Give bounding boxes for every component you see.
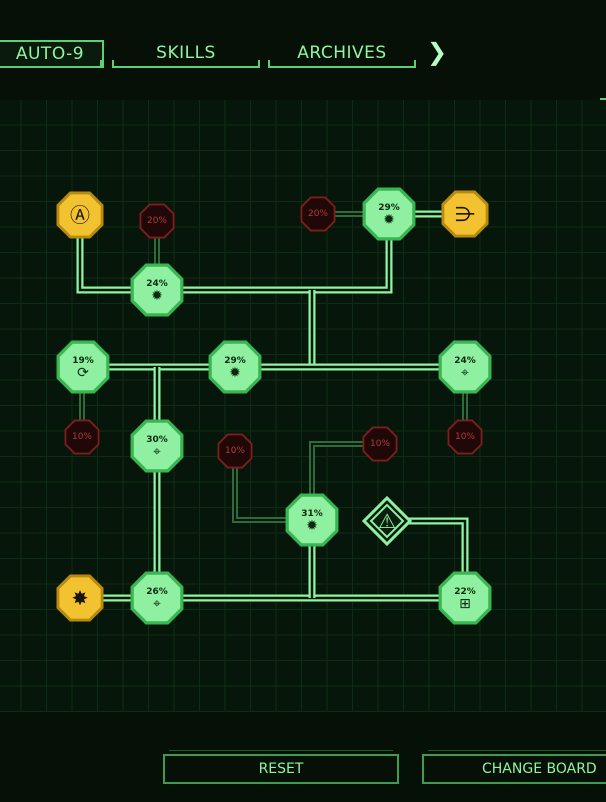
node-frame: [56, 574, 104, 622]
skill-node-reload-19[interactable]: 19%⟳: [56, 340, 110, 394]
explosion-icon: ✹: [151, 287, 163, 304]
node-percent: 30%: [146, 434, 168, 445]
skill-node-locked-20a[interactable]: 20%: [139, 203, 175, 239]
crosshair-icon: ⌖: [153, 595, 161, 612]
skill-node-burst-24[interactable]: 24%✹: [130, 263, 184, 317]
crosshair-icon: ⌖: [153, 443, 161, 460]
node-frame: [139, 203, 175, 239]
node-percent: 26%: [146, 586, 168, 597]
change-board-button[interactable]: CHANGE BOARD: [422, 750, 606, 784]
node-frame: [362, 496, 412, 546]
node-frame: [56, 191, 104, 239]
skill-node-locked-10d[interactable]: 10%: [362, 426, 398, 462]
skill-node-target-30[interactable]: 30%⌖: [130, 419, 184, 473]
node-frame: [130, 571, 184, 625]
node-percent: 22%: [454, 586, 476, 597]
skill-node-locked-10b[interactable]: 10%: [447, 419, 483, 455]
node-percent: 29%: [224, 355, 246, 366]
divider: [600, 98, 606, 100]
node-frame: [362, 426, 398, 462]
node-percent: 24%: [454, 355, 476, 366]
ammo-plus-icon: ⊞: [459, 595, 471, 612]
node-percent: 19%: [72, 355, 94, 366]
explosion-icon: ✹: [383, 211, 395, 228]
tab-auto-9[interactable]: AUTO-9: [0, 40, 104, 68]
spread-shot-icon: ⋺: [455, 202, 475, 226]
node-frame: [64, 419, 100, 455]
skill-node-ammo-switch[interactable]: Ⓐ: [56, 191, 104, 239]
reset-button[interactable]: RESET: [163, 750, 399, 784]
node-frame: [130, 263, 184, 317]
tab-skills[interactable]: SKILLS: [112, 40, 260, 68]
next-tab-arrow-icon[interactable]: ❯: [427, 38, 448, 66]
skill-node-target-24[interactable]: 24%⌖: [438, 340, 492, 394]
node-frame: [285, 493, 339, 547]
node-frame: [208, 340, 262, 394]
ammo-switch-icon: Ⓐ: [70, 203, 90, 227]
node-frame: [56, 340, 110, 394]
node-percent: 20%: [307, 209, 328, 219]
node-frame: [441, 190, 489, 238]
node-frame: [130, 419, 184, 473]
skill-node-power-chip[interactable]: ⚠: [362, 496, 412, 546]
skill-node-locked-10a[interactable]: 10%: [64, 419, 100, 455]
explosion-icon: ✹: [306, 517, 318, 534]
skill-node-locked-20b[interactable]: 20%: [300, 196, 336, 232]
tab-archives[interactable]: ARCHIVES: [268, 40, 416, 68]
node-percent: 20%: [146, 216, 167, 226]
node-frame: [300, 196, 336, 232]
skill-node-splatter[interactable]: ✸: [56, 574, 104, 622]
skill-node-locked-10c[interactable]: 10%: [217, 433, 253, 469]
node-percent: 31%: [301, 508, 323, 519]
skill-node-spread-shot[interactable]: ⋺: [441, 190, 489, 238]
skill-node-ammo-22[interactable]: 22%⊞: [438, 571, 492, 625]
skill-node-burst-31[interactable]: 31%✹: [285, 493, 339, 547]
node-percent: 10%: [224, 446, 245, 456]
node-frame: [438, 571, 492, 625]
skill-node-burst-29b[interactable]: 29%✹: [208, 340, 262, 394]
node-frame: [447, 419, 483, 455]
node-frame: [362, 187, 416, 241]
crosshair-icon: ⌖: [461, 364, 469, 381]
skill-node-burst-29a[interactable]: 29%✹: [362, 187, 416, 241]
node-frame: [438, 340, 492, 394]
node-frame: [217, 433, 253, 469]
node-percent: 29%: [378, 202, 400, 213]
node-percent: 24%: [146, 278, 168, 289]
splatter-icon: ✸: [71, 586, 89, 610]
explosion-icon: ✹: [229, 364, 241, 381]
node-percent: 10%: [71, 432, 92, 442]
warning-triangle-icon: ⚠: [378, 508, 396, 533]
node-percent: 10%: [454, 432, 475, 442]
reload-icon: ⟳: [77, 364, 89, 381]
node-percent: 10%: [369, 439, 390, 449]
skill-node-target-26[interactable]: 26%⌖: [130, 571, 184, 625]
